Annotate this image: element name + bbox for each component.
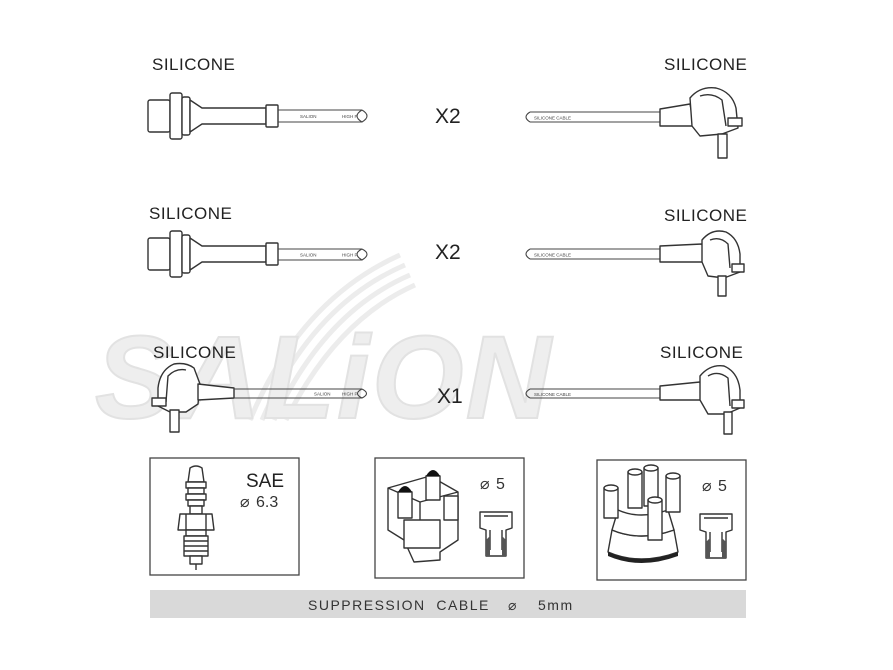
row3-left-angled-boot bbox=[151, 362, 235, 433]
watermark-swoosh bbox=[247, 252, 417, 422]
row2-quantity: X2 bbox=[435, 241, 461, 264]
row2-right-label: SILICONE bbox=[664, 206, 747, 225]
suppression-cable-bar-bg bbox=[150, 590, 746, 618]
coil-cap-terminal-section bbox=[479, 511, 513, 557]
row2-left-cable-print: SALION bbox=[300, 253, 317, 258]
row2-right-cable: SILICONE CABLE bbox=[525, 248, 660, 260]
distributor-cap-terminal-section bbox=[699, 513, 733, 559]
row3-left-cable: SALION HIGH P bbox=[234, 388, 368, 399]
spark-plug-diameter-symbol: ⌀ bbox=[240, 494, 250, 511]
row3-right-angled-boot bbox=[659, 365, 745, 435]
row1-quantity: X2 bbox=[435, 105, 461, 128]
suppression-cable-value: 5mm bbox=[538, 597, 574, 613]
spark-plug-box-frame bbox=[149, 457, 300, 576]
spark-plug-size: 6.3 bbox=[256, 494, 278, 511]
spark-plug-sae-label: SAE bbox=[246, 471, 284, 492]
row1-left-cable: SALION HIGH P bbox=[278, 109, 368, 123]
coil-cap-size: 5 bbox=[496, 476, 505, 493]
row2-right-cable-print: SILICONE CABLE bbox=[534, 253, 571, 258]
coil-cap-diameter-symbol: ⌀ bbox=[480, 476, 490, 493]
row1-left-cable-print: SALION bbox=[300, 114, 317, 119]
row2-left-cable: SALION HIGH P bbox=[278, 248, 368, 261]
row1-left-label: SILICONE bbox=[152, 55, 235, 74]
suppression-cable-label: SUPPRESSION CABLE bbox=[308, 597, 490, 613]
row1-right-label: SILICONE bbox=[664, 55, 747, 74]
distributor-cap-icon bbox=[603, 464, 681, 563]
coil-cap-icon bbox=[387, 470, 459, 563]
row2-left-label: SILICONE bbox=[149, 204, 232, 223]
cable-row-3: SILICONE SILICONE X1 SALION HIGH P SILIC… bbox=[151, 343, 745, 435]
row1-left-cable-print2: HIGH P bbox=[342, 114, 358, 119]
row3-quantity: X1 bbox=[437, 385, 463, 408]
row1-right-angled-boot bbox=[659, 87, 743, 159]
row3-right-cable: SILICONE CABLE bbox=[525, 388, 660, 399]
row3-left-label: SILICONE bbox=[153, 343, 236, 362]
distributor-cap-diameter-symbol: ⌀ bbox=[702, 478, 712, 495]
suppression-cable-bar: SUPPRESSION CABLE ⌀ 5mm bbox=[150, 590, 746, 618]
coil-cap-box: ⌀ 5 bbox=[374, 457, 525, 579]
row3-left-cable-print: SALION bbox=[314, 392, 331, 397]
cable-row-2: SILICONE SILICONE X2 SALION HIGH P SILIC… bbox=[147, 204, 747, 297]
row1-right-cable: SILICONE CABLE bbox=[525, 111, 660, 123]
row3-right-label: SILICONE bbox=[660, 343, 743, 362]
spark-plug-box: SAE ⌀ 6.3 bbox=[149, 457, 300, 576]
distributor-cap-size: 5 bbox=[718, 478, 727, 495]
row3-right-cable-print: SILICONE CABLE bbox=[534, 392, 571, 397]
row2-left-cable-print2: HIGH P bbox=[342, 253, 358, 258]
spark-plug-icon bbox=[177, 465, 215, 570]
row1-right-cable-print: SILICONE CABLE bbox=[534, 116, 571, 121]
distributor-cap-box: ⌀ 5 bbox=[596, 459, 747, 581]
cable-row-1: SILICONE SILICONE X2 SALION HIGH P SILIC… bbox=[147, 55, 747, 159]
row1-left-straight-boot bbox=[147, 92, 279, 140]
suppression-cable-diameter-symbol: ⌀ bbox=[508, 597, 518, 613]
row3-left-cable-print2: HIGH P bbox=[342, 392, 358, 397]
row2-right-angled-boot bbox=[659, 230, 745, 297]
row2-left-straight-boot bbox=[147, 230, 279, 278]
